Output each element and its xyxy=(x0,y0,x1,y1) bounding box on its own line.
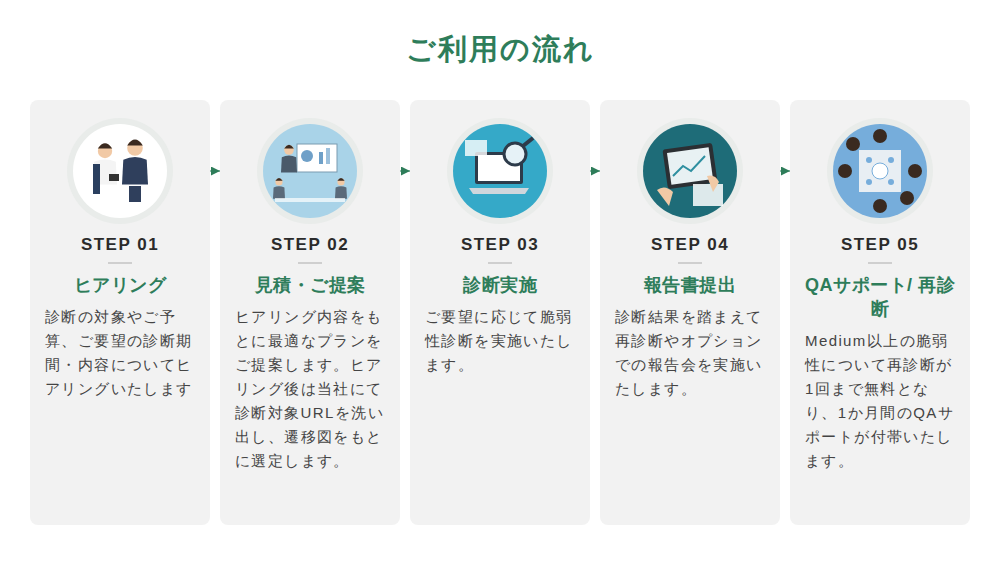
step-number: STEP 04 xyxy=(615,235,765,255)
step-number: STEP 01 xyxy=(45,235,195,255)
divider xyxy=(488,262,512,264)
step-illustration xyxy=(220,100,400,235)
step-description: ご要望に応じて脆弱性診断を実施いたします。 xyxy=(425,305,575,377)
icon-circle xyxy=(445,116,555,226)
step-heading: ヒアリング xyxy=(45,273,195,297)
step-description: 診断の対象やご予算、ご要望の診断期間・内容についてヒアリングいたします xyxy=(45,305,195,401)
step-card: STEP 04 報告書提出診断結果を踏まえて再診断やオプションでの報告会を実施いた… xyxy=(600,100,780,525)
flow-arrow xyxy=(210,171,220,172)
step-description: 診断結果を踏まえて再診断やオプションでの報告会を実施いたします。 xyxy=(615,305,765,401)
flow-arrow xyxy=(780,171,790,172)
divider xyxy=(298,262,322,264)
step-heading: QAサポート/ 再診断 xyxy=(805,273,955,321)
step-number: STEP 03 xyxy=(425,235,575,255)
divider xyxy=(108,262,132,264)
icon-circle xyxy=(635,116,745,226)
step-heading: 診断実施 xyxy=(425,273,575,297)
divider xyxy=(868,262,892,264)
step-number: STEP 05 xyxy=(805,235,955,255)
step-card: STEP 02 見積・ご提案ヒアリング内容をもとに最適なプランをご提案します。ヒア… xyxy=(220,100,400,525)
step-description: ヒアリング内容をもとに最適なプランをご提案します。ヒアリング後は当社にて診断対象… xyxy=(235,305,385,473)
step-card: STEP 01 ヒアリング診断の対象やご予算、ご要望の診断期間・内容についてヒアリ… xyxy=(30,100,210,525)
icon-circle xyxy=(255,116,365,226)
flow-arrow xyxy=(590,171,600,172)
page-title: ご利用の流れ xyxy=(0,30,1000,70)
step-illustration xyxy=(600,100,780,235)
step-heading: 見積・ご提案 xyxy=(235,273,385,297)
icon-circle xyxy=(65,116,175,226)
flow-arrow xyxy=(400,171,410,172)
step-card: STEP 03 診断実施ご要望に応じて脆弱性診断を実施いたします。 xyxy=(410,100,590,525)
step-card: STEP 05 QAサポート/ 再診断 Medium以上の脆弱性について再診断が1回… xyxy=(790,100,970,525)
divider xyxy=(678,262,702,264)
step-illustration xyxy=(410,100,590,235)
step-illustration xyxy=(790,100,970,235)
step-heading: 報告書提出 xyxy=(615,273,765,297)
icon-circle xyxy=(825,116,935,226)
step-illustration xyxy=(30,100,210,235)
step-number: STEP 02 xyxy=(235,235,385,255)
step-description: Medium以上の脆弱性について再診断が1回まで無料となり、1か月間のQAサポー… xyxy=(805,329,955,473)
